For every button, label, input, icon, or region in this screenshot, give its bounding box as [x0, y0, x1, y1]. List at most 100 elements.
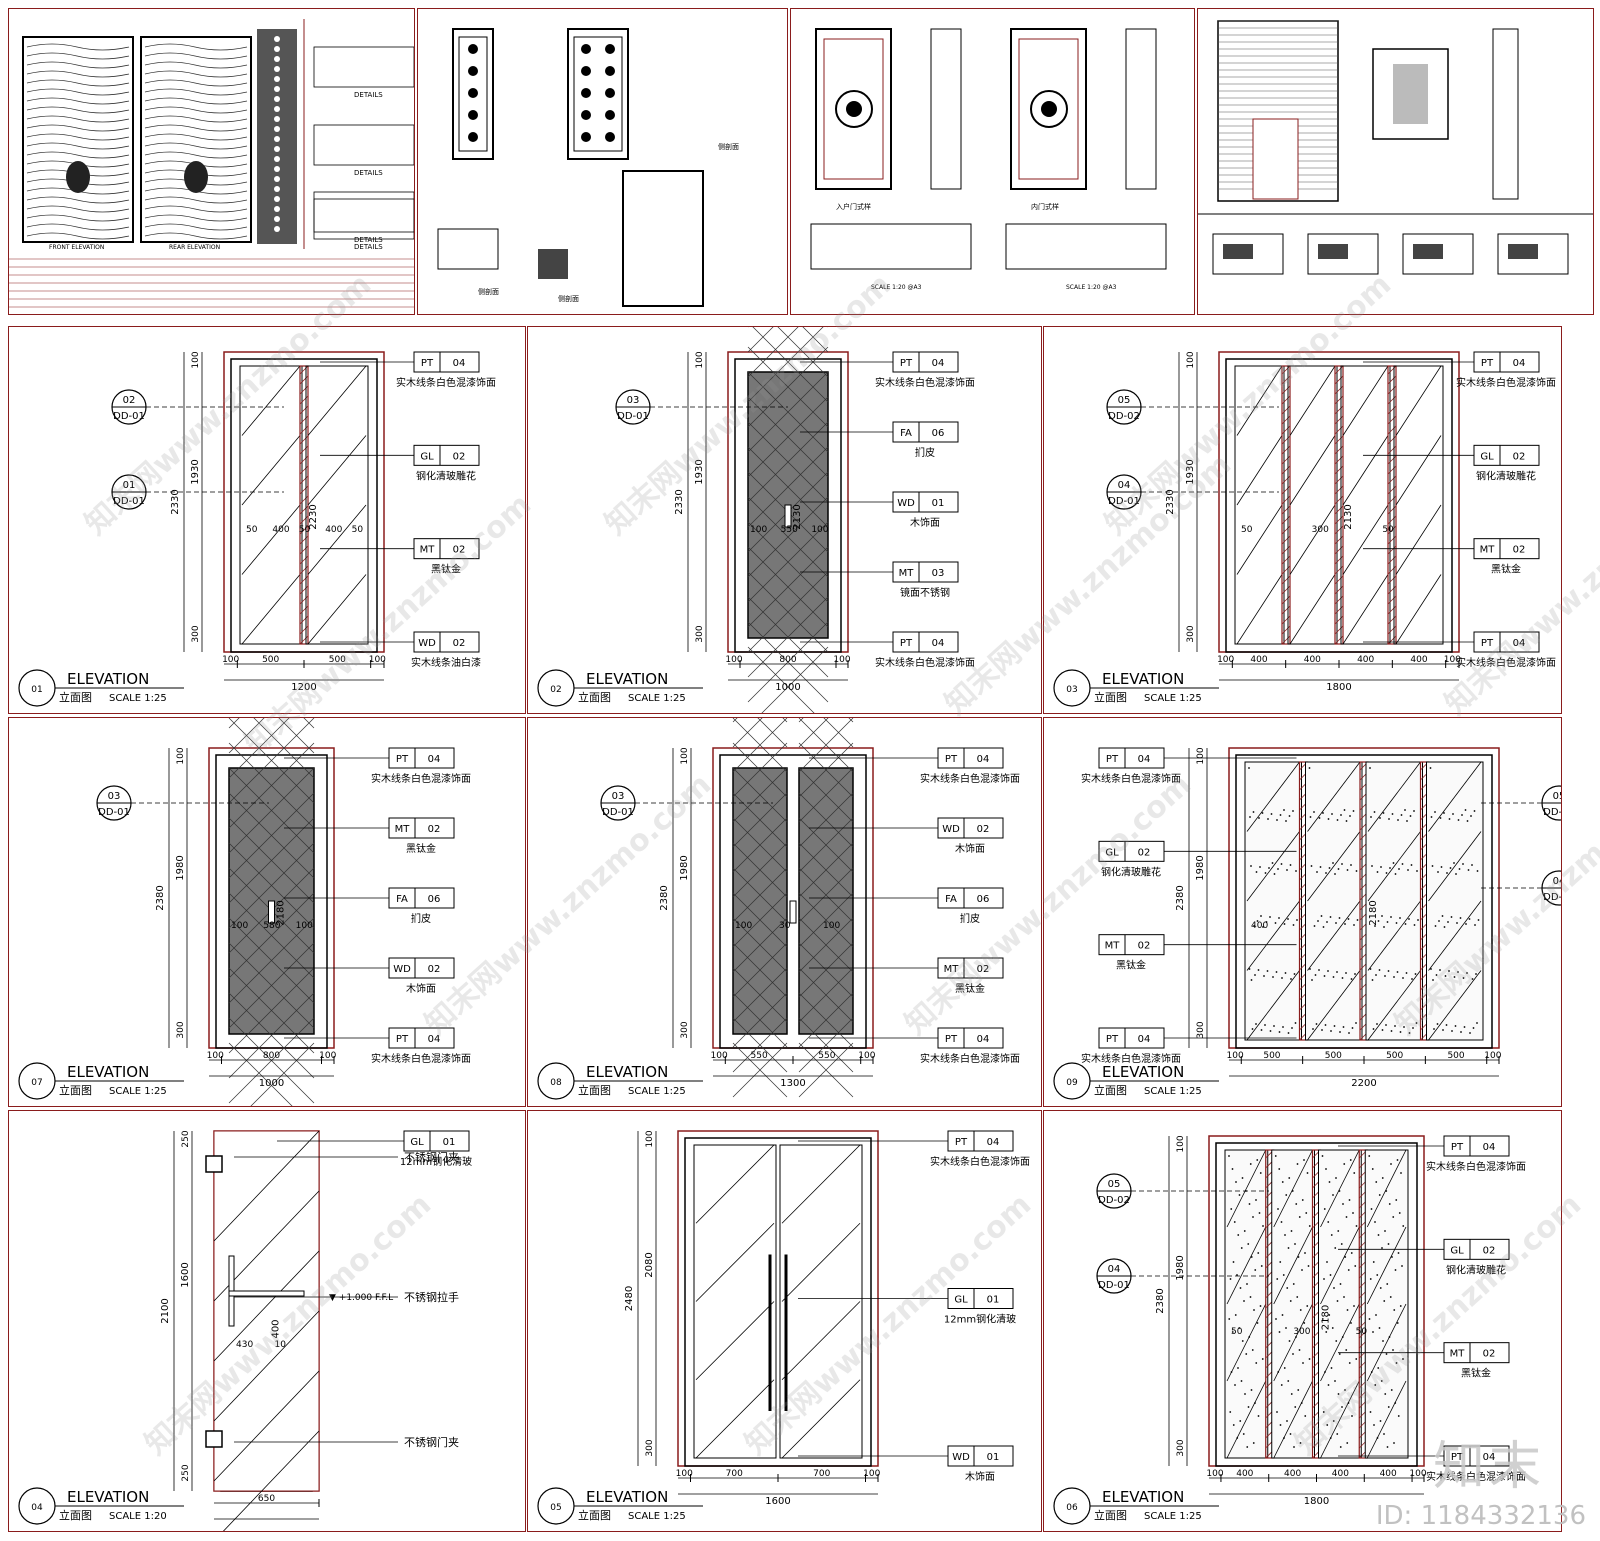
height-top-label: 100 — [1186, 351, 1196, 368]
section-dot — [274, 136, 280, 142]
tag-description: 扪皮 — [960, 912, 980, 925]
tag-code: MT — [420, 545, 436, 556]
wood-grain — [144, 142, 248, 150]
wood-grain — [144, 52, 248, 60]
glass-hatch — [1342, 504, 1389, 575]
width-total-label: 1800 — [1304, 1496, 1329, 1507]
terrazzo-dot — [1280, 1221, 1283, 1223]
terrazzo-dot — [1396, 1322, 1399, 1324]
terrazzo-dot — [1256, 1322, 1259, 1324]
front-elevation-label: FRONT ELEVATION — [49, 244, 104, 251]
quilt-line — [798, 967, 854, 1023]
door-leaf — [815, 28, 892, 190]
section-dot — [274, 206, 280, 212]
detail-box — [313, 198, 414, 240]
door-frame — [1235, 754, 1493, 1049]
terrazzo-dot — [1343, 1163, 1346, 1165]
terrazzo-dot — [1386, 1446, 1389, 1448]
terrazzo-dot — [1253, 1309, 1255, 1311]
tag-number: 02 — [428, 824, 441, 835]
glass-hatch — [1289, 574, 1336, 645]
height-total-label: 2480 — [624, 1286, 635, 1311]
inner-dim-label: 50 — [1241, 525, 1253, 535]
mullion-hatch — [299, 425, 309, 435]
quilt-line — [250, 1042, 315, 1106]
terrazzo-dot — [1267, 818, 1269, 820]
mullion-hatch — [299, 635, 309, 645]
quilt-line — [747, 346, 829, 428]
mullion-hatch — [1387, 425, 1397, 435]
terrazzo-dot — [1372, 1028, 1375, 1030]
quilt-line — [228, 917, 315, 1004]
glass-panel — [1426, 761, 1484, 1041]
mullion-hatch — [1334, 445, 1344, 455]
inner-dim-label: 430 — [236, 1340, 253, 1350]
mullion-hatch — [1334, 525, 1344, 535]
glass-hatch — [781, 1379, 861, 1459]
glass-hatch — [1367, 761, 1421, 832]
tag-code: PT — [396, 1034, 409, 1045]
terrazzo-dot — [1262, 926, 1264, 928]
terrazzo-dot — [1399, 1031, 1402, 1033]
glass-hatch — [1367, 970, 1421, 1041]
terrazzo-dot — [1395, 1199, 1398, 1201]
mullion-hatch — [1334, 575, 1344, 585]
terrazzo-dot — [1464, 809, 1467, 811]
terrazzo-dot — [1249, 1163, 1252, 1165]
terrazzo-dot — [1278, 1168, 1281, 1170]
wood-grain — [144, 214, 248, 222]
mullion-hatch — [1281, 545, 1291, 555]
elevation-subtitle: 立面图 — [59, 1083, 92, 1097]
tag-number: 02 — [1138, 941, 1151, 952]
mullion-hatch — [1387, 595, 1397, 605]
wood-grain — [26, 205, 130, 213]
terrazzo-dot — [1397, 1415, 1400, 1417]
terrazzo-dot — [1285, 820, 1287, 822]
terrazzo-dot — [1249, 1296, 1252, 1298]
mullion-hatch — [1281, 455, 1291, 465]
inner-dim-label: 30 — [779, 921, 791, 931]
width-segment-label: 800 — [779, 655, 796, 665]
terrazzo-dot — [1402, 1358, 1404, 1360]
quilt-line — [732, 967, 788, 1023]
terrazzo-dot — [1351, 1415, 1353, 1417]
details-label: DETAILS — [354, 169, 383, 177]
terrazzo-dot — [1377, 1367, 1380, 1369]
tag-description: 黑钛金 — [955, 982, 985, 995]
rosette — [1030, 90, 1068, 128]
terrazzo-dot — [1369, 968, 1372, 970]
tag-number: 04 — [428, 754, 441, 765]
terrazzo-dot — [1326, 1424, 1329, 1426]
terrazzo-dot — [1390, 1389, 1393, 1391]
quilt-line — [228, 742, 315, 829]
ornament — [605, 110, 615, 120]
terrazzo-dot — [1368, 1318, 1371, 1320]
tag-number: 02 — [1483, 1349, 1496, 1360]
mullion-hatch — [1387, 485, 1397, 495]
terrazzo-dot — [1439, 817, 1442, 819]
terrazzo-dot — [1281, 1314, 1284, 1316]
door-panel — [1393, 64, 1428, 124]
width-segment-label: 500 — [262, 655, 279, 665]
height-door-label: 1930 — [1185, 459, 1196, 484]
section-label: 侧剖面 — [718, 142, 739, 151]
glass-hatch — [781, 1144, 861, 1224]
terrazzo-dot — [1431, 865, 1434, 867]
terrazzo-dot — [1321, 1029, 1323, 1031]
terrazzo-dot — [1282, 1274, 1285, 1276]
elevation-number: 08 — [550, 1078, 562, 1088]
mullion-hatch — [1281, 625, 1291, 635]
terrazzo-dot — [1353, 1172, 1356, 1174]
quilt-line — [798, 917, 854, 973]
tag-description: 实木线条油白漆 — [411, 656, 481, 669]
